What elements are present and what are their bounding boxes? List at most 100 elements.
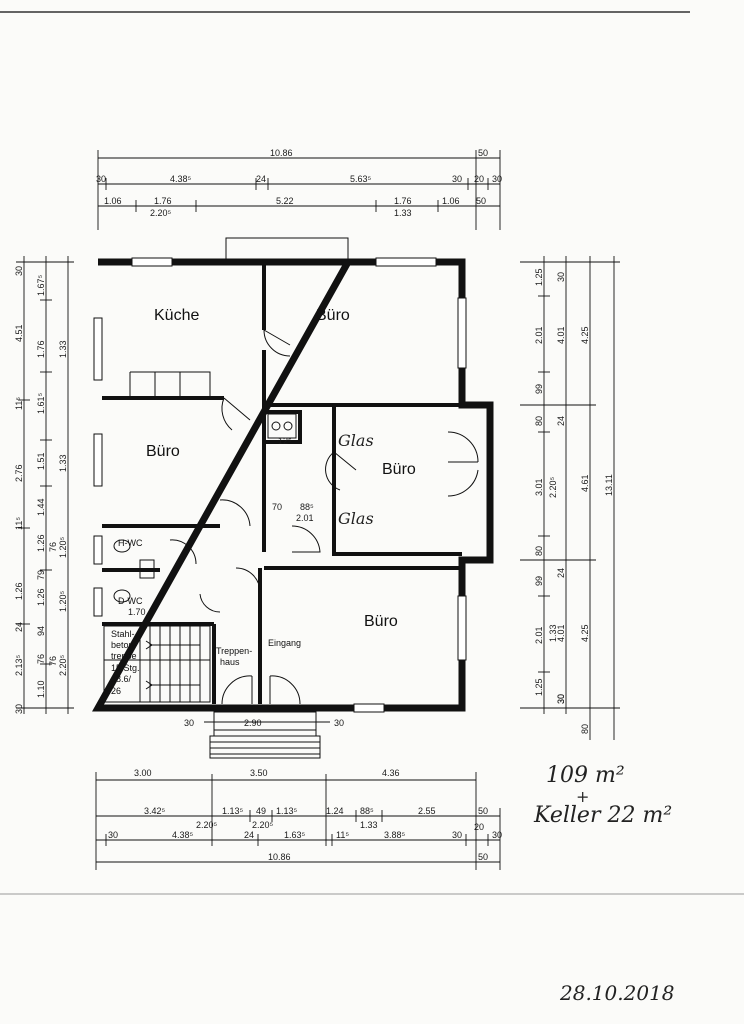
dim-label: 3.00 <box>134 768 152 778</box>
dim-label: 24 <box>556 416 566 426</box>
dim-label: 3.88⁵ <box>384 830 406 840</box>
dim-label: 49 <box>256 806 266 816</box>
dim-label: 88⁵ <box>360 806 374 816</box>
dim-label: 2.01 <box>534 626 544 644</box>
dim-label: 30 <box>334 718 344 728</box>
dim-label: 1.33 <box>58 454 68 472</box>
dim-label: 4.36 <box>382 768 400 778</box>
dim-label: 2.20⁵ <box>58 654 68 676</box>
room-label-buero-bottom: Büro <box>364 613 398 630</box>
handwritten-glas-top: Glas <box>338 431 374 450</box>
dim-label: 30 <box>452 830 462 840</box>
dim-label: 11⁵ <box>14 397 24 410</box>
dim-label: 20 <box>474 822 484 832</box>
dim-label: 30 <box>492 830 502 840</box>
dim-label: 20 <box>474 174 484 184</box>
dim-label: 5.63⁵ <box>350 174 372 184</box>
dims-bottom: 3.00 3.50 4.36 3.42⁵ 1.13⁵ 49 1.13⁵ 1.24… <box>95 718 502 870</box>
dim-label: 11⁵ <box>336 830 349 840</box>
dim-label: 2.55 <box>418 806 436 816</box>
dim-label: 4.51 <box>14 324 24 342</box>
dim-label: 1.44 <box>36 498 46 516</box>
doors <box>169 329 479 705</box>
dim-label: 2.20⁵ <box>252 820 274 830</box>
dim-label: 2.90 <box>244 718 262 728</box>
dims-left: 30 4.51 11⁵ 2.76 11⁵ 1.26 24 2.13⁵ 30 1.… <box>14 256 74 714</box>
dim-label: 1.26 <box>36 588 46 606</box>
dim-label: 1.20⁵ <box>58 590 68 612</box>
toilet-icon <box>113 589 131 603</box>
dim-label: 80 <box>534 416 544 426</box>
dim-label: 50 <box>478 852 488 862</box>
dim-label: 1.76 <box>36 340 46 358</box>
dim-label: 1.20⁵ <box>58 536 68 558</box>
dim-label: 79 <box>36 570 46 580</box>
stair-note-line: Stahl- <box>111 629 135 639</box>
entry-steps <box>209 711 321 759</box>
staircase <box>103 625 211 703</box>
dim-label: 4.25 <box>580 326 590 344</box>
dim-label: 1.13⁵ <box>276 806 298 816</box>
dim-label: 1.24 <box>326 806 344 816</box>
room-label-hwc: H-WC <box>118 538 143 548</box>
dim-label: 1.26 <box>14 582 24 600</box>
dim-label: 1.61⁵ <box>36 392 46 414</box>
dim-label: 24 <box>14 622 24 632</box>
dim-label: 80 <box>534 546 544 556</box>
handwritten-glas-bottom: Glas <box>338 509 374 528</box>
room-label-dwc: D-WC <box>118 596 143 606</box>
dim-label: 4.25 <box>580 624 590 642</box>
dim-label: 30 <box>452 174 462 184</box>
dim-label: 1.25 <box>534 268 544 286</box>
dim-label: 50 <box>478 148 488 158</box>
room-label-buero-mid: Büro <box>382 461 416 478</box>
dim-label: 2.20⁵ <box>150 208 172 218</box>
room-label-treppenhaus-1: Treppen- <box>216 646 252 656</box>
dim-label: 1.25 <box>534 678 544 696</box>
interior-dim: 70 <box>272 502 282 512</box>
dim-label: 76 <box>36 654 46 664</box>
dim-label: 1.33 <box>360 820 378 830</box>
interior-dim: 2.01 <box>296 513 314 523</box>
dims-top: 10.86 50 30 4.38⁵ 24 5.63⁵ 30 20 30 1.06… <box>96 148 502 230</box>
interior-dim: 1.70 <box>128 607 146 617</box>
dim-label: 24 <box>556 568 566 578</box>
dim-label: 1.33 <box>548 624 558 642</box>
dim-label: 1.26 <box>36 534 46 552</box>
stair-note-line: 18.6/ <box>111 674 132 684</box>
interior-dim: 12⁵ <box>278 436 292 446</box>
dim-label: 1.10 <box>36 680 46 698</box>
dim-label: 50 <box>476 196 486 206</box>
interior-walls <box>102 262 462 704</box>
interior-dim: 88⁵ <box>300 502 314 512</box>
dim-label: 80 <box>580 724 590 734</box>
dim-label: 30 <box>556 694 566 704</box>
dim-label: 1.33 <box>394 208 412 218</box>
dim-label: 1.06 <box>442 196 460 206</box>
dim-label: 3.01 <box>534 478 544 496</box>
stair-note: Stahl- beton- treppe 15 Stg. 18.6/ 26 <box>111 629 140 696</box>
dim-label: 30 <box>96 174 106 184</box>
dim-label: 30 <box>556 272 566 282</box>
dim-label: 30 <box>556 694 566 704</box>
fixtures <box>113 371 297 603</box>
dim-label: 3.42⁵ <box>144 806 166 816</box>
stair-note-line: 26 <box>111 686 121 696</box>
dim-label: 10.86 <box>270 148 293 158</box>
dim-label: 30 <box>184 718 194 728</box>
dim-label: 1.76 <box>394 196 412 206</box>
handwritten-plus: + <box>576 787 589 806</box>
toilet-icon <box>113 539 131 553</box>
room-label-kueche: Küche <box>154 307 199 324</box>
stair-note-line: 15 Stg. <box>111 663 140 673</box>
dim-label: 1.51 <box>36 452 46 470</box>
windows <box>93 257 467 713</box>
dim-label: 2.20⁵ <box>196 820 218 830</box>
dim-label: 2.20⁵ <box>548 476 558 498</box>
dim-label: 2.13⁵ <box>14 654 24 676</box>
dim-label: 76 <box>48 656 58 666</box>
dim-label: 4.38⁵ <box>170 174 192 184</box>
dims-right: 1.25 2.01 99 80 3.01 80 99 2.01 1.25 30 … <box>520 256 620 740</box>
dim-label: 4.01 <box>556 624 566 642</box>
dim-label: 94 <box>36 626 46 636</box>
